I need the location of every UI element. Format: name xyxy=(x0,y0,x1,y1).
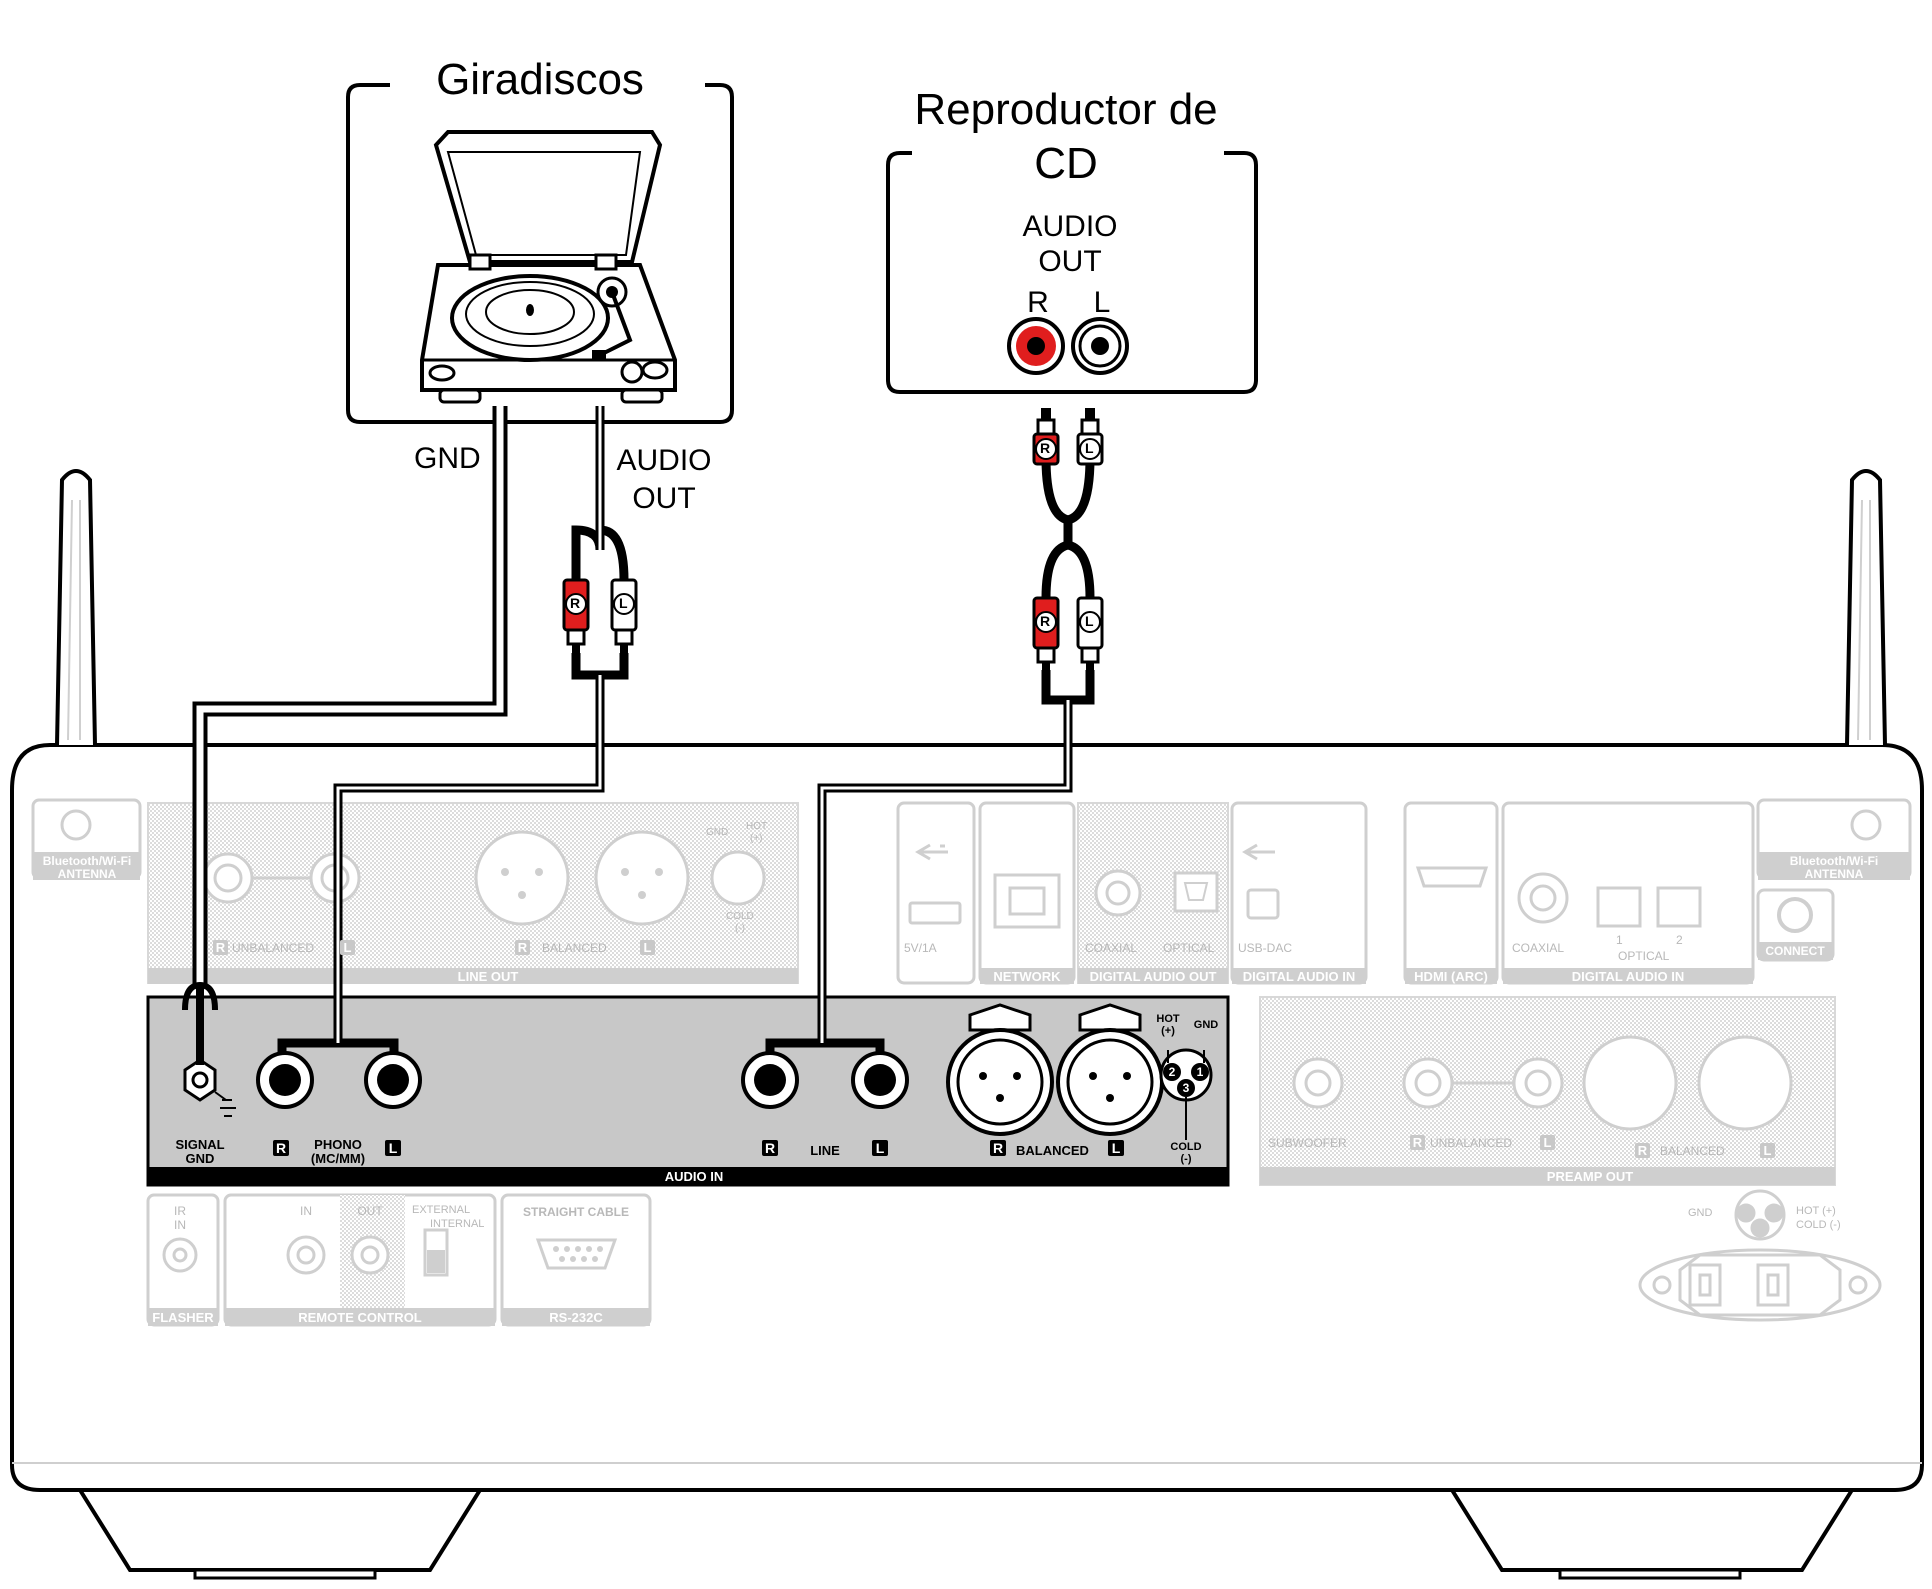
line-r-jack[interactable] xyxy=(741,1051,799,1109)
turntable-device xyxy=(346,83,734,424)
signal-gnd-terminal[interactable] xyxy=(183,1058,236,1117)
gnd-cable-core xyxy=(196,406,504,985)
antenna-left xyxy=(31,469,142,880)
flasher-section xyxy=(146,1193,220,1327)
cable-cores xyxy=(336,406,1070,1043)
usb-port xyxy=(896,801,976,985)
cd-plug-bottom-r[interactable] xyxy=(1032,596,1060,672)
usb-dac-port xyxy=(1230,801,1368,985)
cd-audio-out-l-jack[interactable] xyxy=(1071,317,1129,375)
digital-audio-out-section xyxy=(1077,802,1229,984)
cd-plug-top-r[interactable] xyxy=(1032,408,1060,466)
line-out-section xyxy=(147,802,799,984)
hdmi-port xyxy=(1403,801,1499,985)
turntable-plug-r[interactable] xyxy=(562,578,590,654)
cd-plug-bottom-l[interactable] xyxy=(1076,596,1104,672)
power-inlet xyxy=(1638,1248,1882,1322)
cd-player-device xyxy=(886,151,1258,394)
rs232c-section xyxy=(500,1193,652,1327)
line-l-jack[interactable] xyxy=(851,1051,909,1109)
cd-audio-out-r-jack[interactable] xyxy=(1007,317,1065,375)
network-port xyxy=(978,801,1076,985)
cd-plug-top-l[interactable] xyxy=(1076,408,1104,466)
phono-l-jack[interactable] xyxy=(364,1051,422,1109)
balanced-r-xlr[interactable] xyxy=(946,1003,1054,1136)
digital-audio-in-section xyxy=(1501,801,1755,985)
balanced-l-xlr[interactable] xyxy=(1056,1003,1164,1136)
turntable-plug-l[interactable] xyxy=(610,578,638,654)
phono-r-jack[interactable] xyxy=(256,1051,314,1109)
preamp-out-section xyxy=(1259,996,1836,1186)
antenna-right xyxy=(1756,469,1912,962)
xlr-pin-diagram xyxy=(1159,1048,1213,1140)
remote-control-section xyxy=(223,1193,497,1327)
xlr-legend xyxy=(1734,1189,1786,1241)
